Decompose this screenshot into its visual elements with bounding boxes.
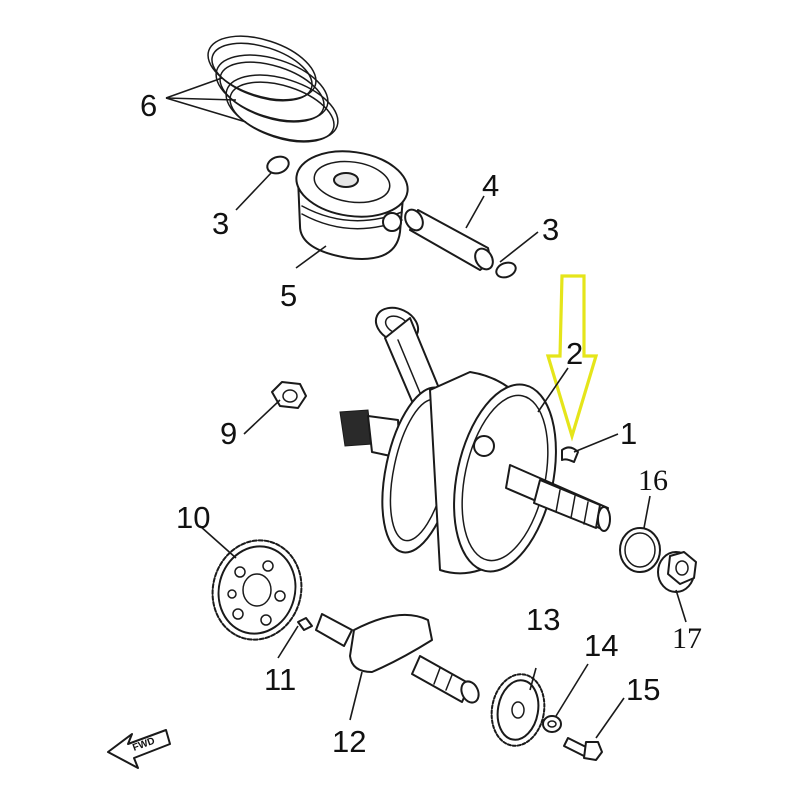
callout-13: 13	[526, 602, 560, 637]
callout-11: 11	[264, 662, 296, 697]
nut	[271, 381, 307, 409]
crankshaft-assembly	[339, 306, 611, 575]
callout-labels: 6 3 5 4 3 2 1 9 10 11 12 13 14 15 16 17 …	[131, 88, 702, 759]
circlip-right	[495, 261, 517, 279]
piston-pin	[404, 208, 494, 271]
callout-16: 16	[638, 464, 668, 497]
small-key	[297, 617, 313, 631]
callout-3-left: 3	[212, 206, 229, 241]
callout-5: 5	[280, 278, 297, 313]
balancer-gear	[211, 539, 303, 641]
callout-2: 2	[566, 336, 583, 371]
highlight-arrow	[545, 274, 599, 442]
circlip-left	[266, 155, 290, 175]
fwd-direction-arrow	[107, 729, 171, 769]
o-ring	[619, 527, 661, 573]
callout-6: 6	[140, 88, 157, 123]
callout-10: 10	[176, 500, 210, 535]
balancer-shaft	[315, 613, 480, 704]
callout-1: 1	[620, 416, 637, 451]
callout-4: 4	[482, 168, 499, 203]
callout-15: 15	[626, 672, 660, 707]
woodruff-key	[561, 446, 579, 463]
callout-12: 12	[332, 724, 366, 759]
piston-rings	[207, 35, 339, 143]
leader-lines	[165, 77, 687, 739]
drive-gear	[490, 673, 546, 747]
callout-9: 9	[220, 416, 237, 451]
flange-nut	[657, 551, 697, 593]
washer	[542, 715, 562, 733]
piston	[295, 150, 409, 260]
callout-3-right: 3	[542, 212, 559, 247]
callout-14: 14	[584, 628, 618, 663]
bolt	[563, 737, 603, 761]
callout-17: 17	[672, 622, 702, 655]
